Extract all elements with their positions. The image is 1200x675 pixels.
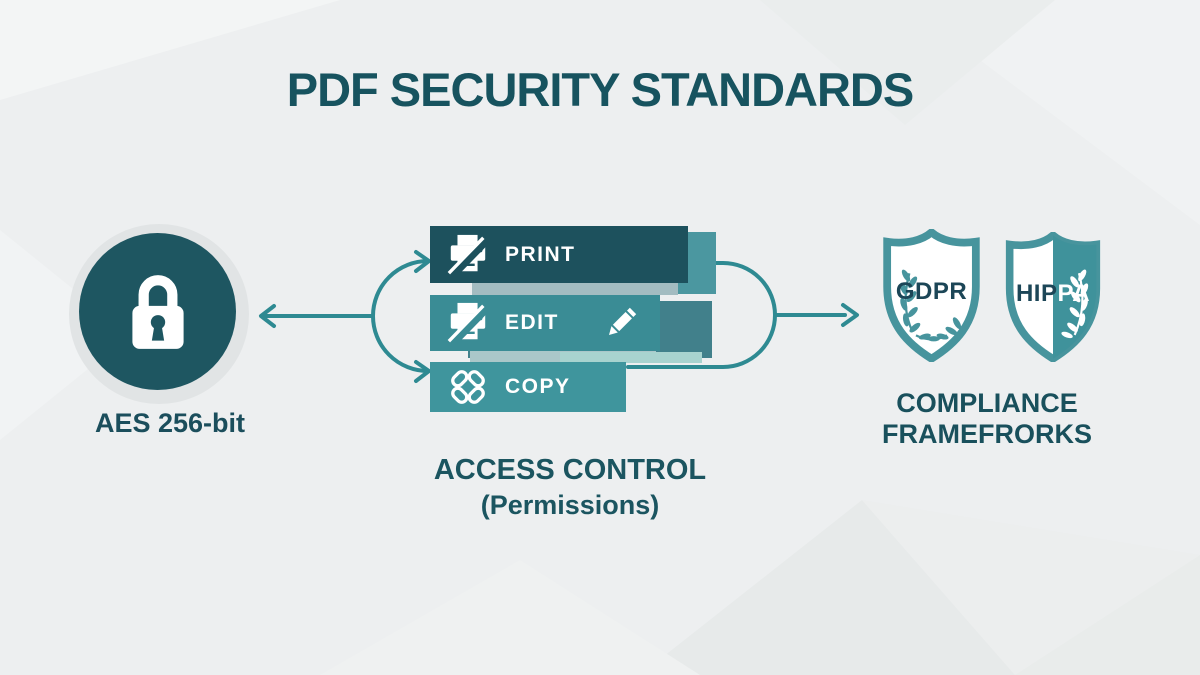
edit-label: EDIT (505, 311, 559, 334)
compliance-heading-line2: FRAMEFRORKS (882, 419, 1092, 449)
hippa-shield-icon (1005, 232, 1101, 362)
access-control-caption: ACCESS CONTROL (Permissions) (410, 454, 730, 521)
printer-disabled-icon (447, 302, 491, 345)
permission-bar-edit: EDIT (430, 295, 660, 351)
gdpr-badge-label: GDPR (895, 278, 968, 305)
broken-link-icon (451, 370, 485, 404)
access-control-subheading: (Permissions) (480, 490, 660, 520)
page-title: PDF SECURITY STANDARDS (286, 63, 914, 116)
print-label: PRINT (505, 242, 576, 266)
gdpr-shield-icon (883, 229, 980, 362)
encryption-label: AES 256-bit (94, 408, 246, 438)
permission-bar-print: PRINT (430, 226, 688, 283)
compliance-heading-line1: COMPLIANCE (896, 388, 1078, 418)
encryption-badge (79, 233, 236, 390)
copy-label: COPY (505, 375, 571, 398)
access-control-heading: ACCESS CONTROL (433, 454, 707, 486)
lock-icon (131, 274, 184, 349)
printer-disabled-icon (447, 234, 491, 277)
pencil-icon (608, 307, 637, 336)
copy-bar-shadow (560, 352, 702, 363)
permission-bar-copy: COPY (430, 362, 626, 412)
compliance-caption: COMPLIANCE FRAMEFRORKS (856, 388, 1118, 450)
print-bar-shadow (472, 283, 678, 295)
